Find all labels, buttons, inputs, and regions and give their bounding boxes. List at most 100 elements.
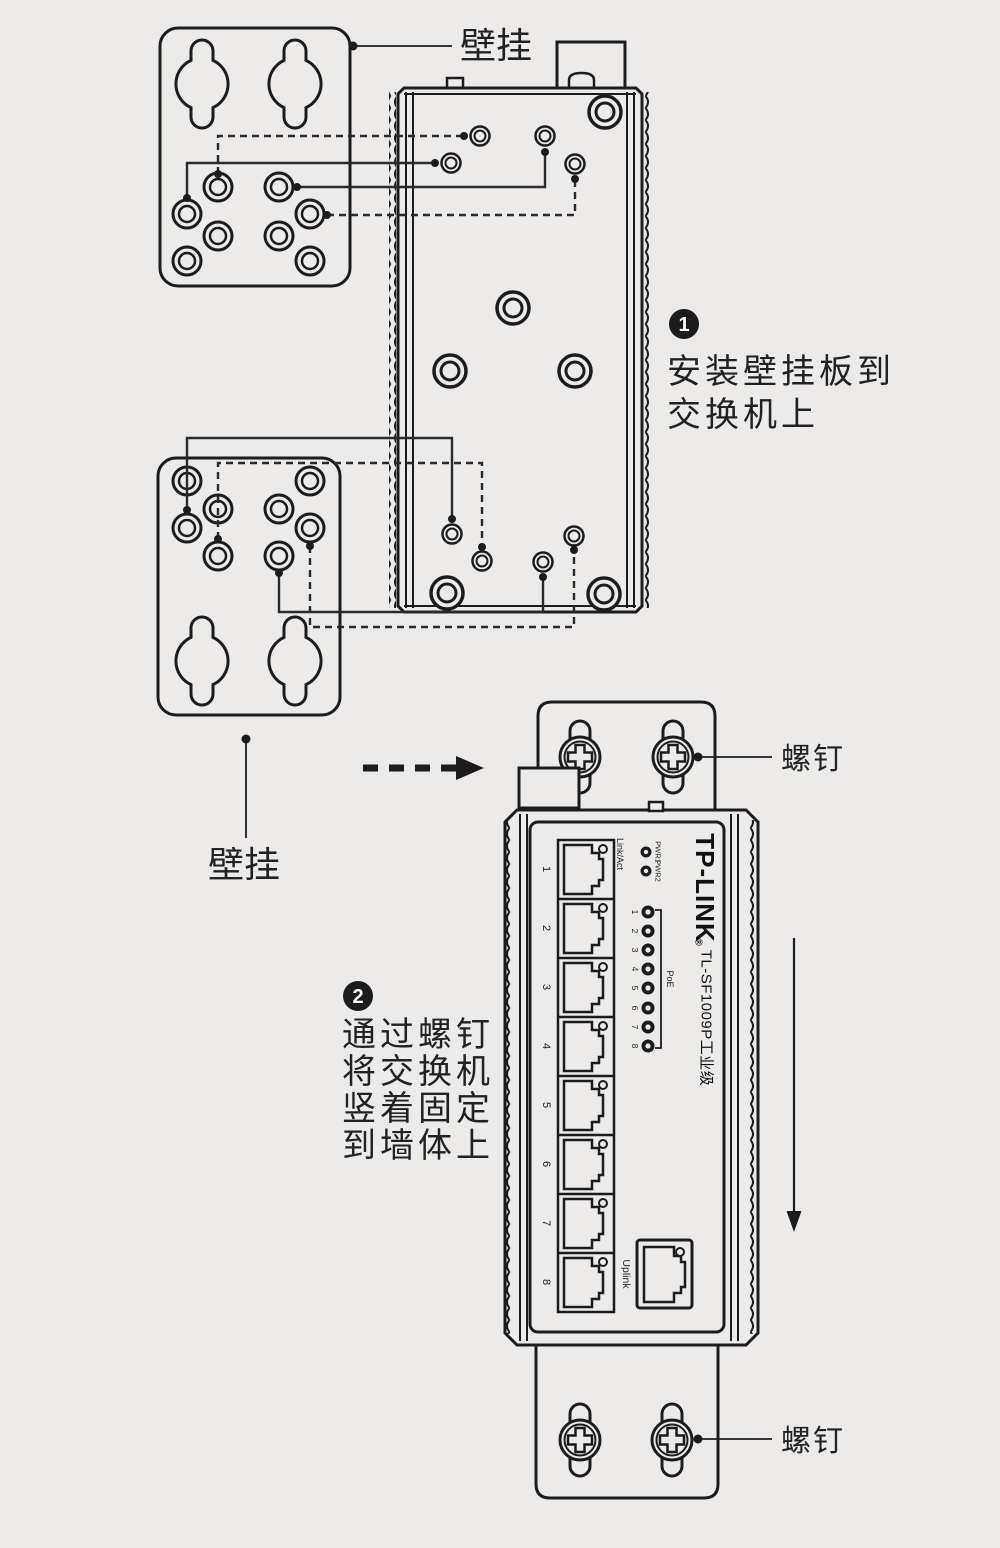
switch-back-view (389, 40, 651, 614)
poe-led-3 (641, 943, 655, 957)
line-endpoint-dot (539, 573, 547, 581)
uplink-rj45-jack (642, 1245, 687, 1304)
step-1: 1 安装壁挂板到 交换机上 (667, 309, 891, 434)
port-number-8: 8 (540, 1279, 552, 1285)
line-endpoint-dot (183, 194, 191, 202)
poe-led-number-1: 1 (630, 910, 640, 915)
screw-hole (171, 245, 203, 277)
port-number-6: 6 (540, 1161, 552, 1167)
port-number-2: 2 (540, 925, 552, 931)
poe-label: PoE (665, 970, 675, 987)
brand-registered-mark: ® (693, 938, 704, 946)
heatsink-fins-left (389, 92, 396, 608)
line-endpoint-dot (541, 148, 549, 156)
bracket-screw-hole (469, 125, 491, 147)
screw-hole (263, 540, 295, 572)
step-2-line-3: 竖着固定 (342, 1090, 494, 1128)
mounted-bracket-bottom (534, 1345, 720, 1500)
uplink-label: Uplink (620, 1259, 632, 1289)
heatsink-fins-left (506, 820, 513, 1334)
screw-hole (171, 198, 203, 230)
pwr1-label: PWR1 (654, 841, 663, 863)
screw-hole (294, 245, 326, 277)
poe-led-2 (641, 924, 655, 938)
port-number-5: 5 (540, 1102, 552, 1108)
direction-down-arrow-icon (786, 938, 802, 1232)
power-terminal-block (555, 40, 627, 90)
mounting-screw-icon (650, 1418, 694, 1462)
brand-logo: TP-LINK (690, 833, 720, 943)
bracket-plate (534, 1345, 720, 1500)
alignment-line-solid (297, 152, 547, 189)
step-2-line-4: 到墙体上 (342, 1127, 494, 1165)
poe-led-number-6: 6 (630, 1006, 640, 1011)
step-2-number: 2 (352, 986, 363, 1008)
foot-hole (432, 353, 468, 389)
screw-label-bottom: 螺钉 (781, 1425, 845, 1458)
wall-mount-label-bottom: 壁挂 (208, 844, 280, 885)
poe-led-7 (641, 1020, 655, 1034)
callout-screw-bottom: 螺钉 (693, 1425, 845, 1458)
mounting-screw-icon (558, 1418, 602, 1462)
heatsink-fins-right (644, 92, 651, 608)
link-act-label: Link/Act (615, 838, 625, 871)
screw-hole (294, 512, 326, 544)
top-tab (647, 800, 665, 813)
bracket-screw-hole (532, 551, 554, 573)
poe-led-number-2: 2 (630, 929, 640, 934)
alignment-line-dashed (216, 461, 484, 547)
pwr1-led-indicator (640, 846, 652, 858)
bracket-screw-hole (440, 152, 462, 174)
arrow-head (456, 756, 484, 780)
poe-led-6 (641, 1001, 655, 1015)
foot-hole (586, 576, 622, 612)
line-endpoint-dot (478, 543, 486, 551)
step-1-badge (669, 309, 699, 339)
screw-hole (202, 540, 234, 572)
model-label: TL-SF1009P工业级 (698, 950, 715, 1087)
transition-arrow-icon (363, 756, 484, 780)
line-endpoint-dot (214, 535, 222, 543)
mounting-screw-icon (651, 735, 695, 779)
poe-led-number-8: 8 (630, 1044, 640, 1049)
terminal-dome (567, 71, 596, 88)
foot-hole (429, 575, 465, 611)
poe-group-bracket (655, 909, 662, 1049)
callout-dot (348, 41, 358, 51)
alignment-lines (183, 132, 579, 629)
poe-led-number-5: 5 (630, 986, 640, 991)
poe-led-8 (641, 1039, 655, 1053)
screw-hole (294, 465, 326, 497)
bracket-screw-hole (563, 525, 585, 547)
step-1-line-2: 交换机上 (667, 396, 819, 434)
poe-led-number-4: 4 (630, 967, 640, 972)
port-block: 1 2 3 4 5 6 7 8 (540, 838, 616, 1314)
screw-hole (171, 512, 203, 544)
pwr2-label: PWR2 (654, 860, 663, 882)
screw-hole (263, 220, 295, 252)
foot-hole (495, 290, 531, 326)
callout-dot (693, 752, 703, 762)
uplink-led-indicator (675, 1247, 685, 1257)
port-number-7: 7 (540, 1220, 552, 1226)
wall-mount-label-top: 壁挂 (460, 25, 532, 66)
power-terminal-block (517, 766, 581, 810)
step-2-line-2: 将交换机 (342, 1053, 494, 1091)
heatsink-fins-right (747, 820, 754, 1334)
port-number-4: 4 (540, 1043, 552, 1049)
bracket-screw-hole (441, 523, 463, 545)
line-endpoint-dot (306, 542, 314, 550)
line-endpoint-dot (460, 132, 468, 140)
alignment-line-solid (185, 161, 435, 198)
screw-label-top: 螺钉 (781, 743, 845, 776)
foot-hole (557, 353, 593, 389)
line-endpoint-dot (571, 175, 579, 183)
mounted-bracket-top (517, 700, 717, 810)
poe-led-number-7: 7 (630, 1025, 640, 1030)
poe-led-number-3: 3 (630, 948, 640, 953)
alignment-line-solid (185, 436, 454, 519)
line-endpoint-dot (293, 183, 301, 191)
poe-led-block: 1 2 3 4 5 6 7 8 PoE (630, 905, 675, 1053)
port-number-3: 3 (540, 984, 552, 990)
